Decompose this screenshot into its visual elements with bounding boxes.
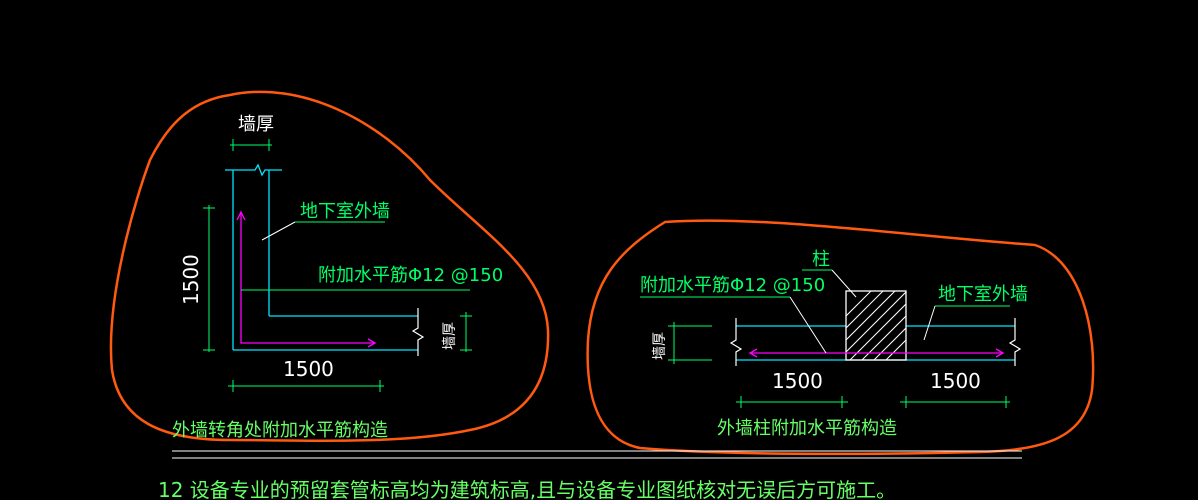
right-left-dimension: 1500 [772,369,823,393]
left-rebar-label: 附加水平筋Φ12 @150 [318,265,503,286]
left-vertical-dimension: 1500 [179,254,203,305]
left-wall-thickness-label: 墙厚 [238,114,274,135]
right-revision-cloud [586,219,1095,456]
left-thickness-label: 墙厚 [442,322,458,350]
left-revision-cloud [109,90,550,443]
right-detail-column: 柱 附加水平筋Φ12 @150 地下室外墙 墙厚 1500 1500 外墙柱附加… [586,219,1095,456]
left-horizontal-dimension: 1500 [283,357,334,381]
left-detail-title: 外墙转角处附加水平筋构造 [172,420,388,441]
right-rebar-label: 附加水平筋Φ12 @150 [640,275,825,296]
column-label: 柱 [812,249,830,270]
bottom-note-block: 12 设备专业的预留套管标高均为建筑标高,且与设备专业图纸核对无误后方可施工。 [158,450,1022,500]
left-detail-corner: 墙厚 地下室外墙 附加水平筋Φ12 @150 1500 1500 [109,90,550,443]
left-exterior-wall-label: 地下室外墙 [300,201,390,222]
right-detail-title: 外墙柱附加水平筋构造 [717,418,897,439]
column-section [845,290,907,361]
right-right-dimension: 1500 [930,369,981,393]
right-thickness-label: 墙厚 [652,332,668,360]
construction-note: 12 设备专业的预留套管标高均为建筑标高,且与设备专业图纸核对无误后方可施工。 [158,478,896,500]
right-exterior-wall-label: 地下室外墙 [938,284,1028,305]
